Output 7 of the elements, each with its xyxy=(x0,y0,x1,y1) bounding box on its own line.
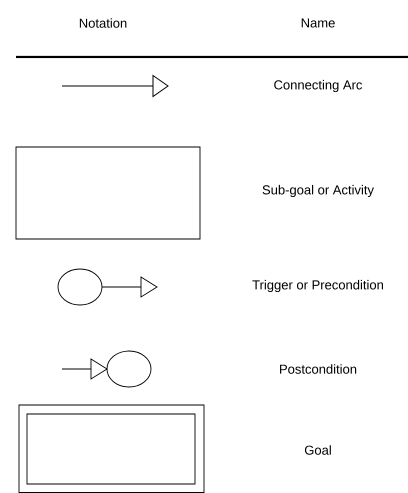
notation-name: Postcondition xyxy=(280,364,356,374)
notation-name: Sub-goal or Activity xyxy=(262,184,374,198)
notation-name: Connecting Arc xyxy=(274,80,362,92)
column-header: Name xyxy=(302,18,335,28)
notation-name: Trigger or Precondition xyxy=(252,280,383,292)
notation-name: Goal xyxy=(304,445,331,455)
column-header: Notation xyxy=(80,18,126,28)
